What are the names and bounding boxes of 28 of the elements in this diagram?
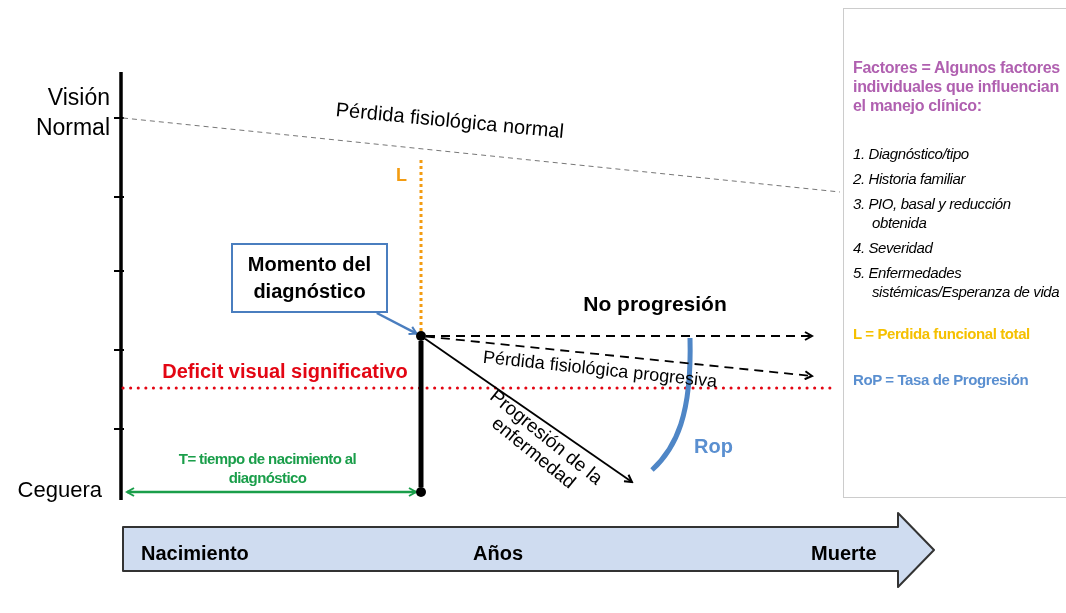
axis-label: Visión Normal [34,83,110,142]
panel-heading: Factores = Algunos factores individuales que influencian el manejo clínico: [853,58,1061,115]
edge-label: T= tiempo de nacimiento al diagnóstico [177,449,358,487]
threshold-label: Deficit visual significativo [161,359,409,384]
timeline-label: Muerte [811,541,877,566]
arrow [376,311,418,335]
list-item: 4. Severidad [853,238,934,257]
axis-label: Ceguera [16,477,102,503]
edge-label: L [396,164,407,187]
arrow [126,487,417,497]
legend-note: RoP = Tasa de Progresión [853,369,1030,390]
list-item: 3. PIO, basal y reducción obtenida [853,194,1012,232]
list-item: 1. Diagnóstico/tipo [853,144,970,163]
legend-note: L = Perdida funcional total [853,324,1031,344]
timeline-label: Nacimiento [141,541,249,566]
line-label: Pérdida fisiológica normal [333,97,567,144]
arc-label: Rop [694,434,733,459]
info-panel [843,8,1066,498]
arrow [425,331,813,341]
arrow [425,335,813,381]
callout-box: Momento del diagnóstico [231,243,388,313]
list-item: 5. Enfermedades sistémicas/Esperanza de vida [853,263,1061,301]
point-marker [416,331,426,341]
timeline-label: Años [473,541,523,566]
list-item: 2. Historia familiar [853,169,967,188]
arrow [424,337,633,483]
edge-label: No progresión [582,291,728,317]
point-marker [416,487,426,497]
